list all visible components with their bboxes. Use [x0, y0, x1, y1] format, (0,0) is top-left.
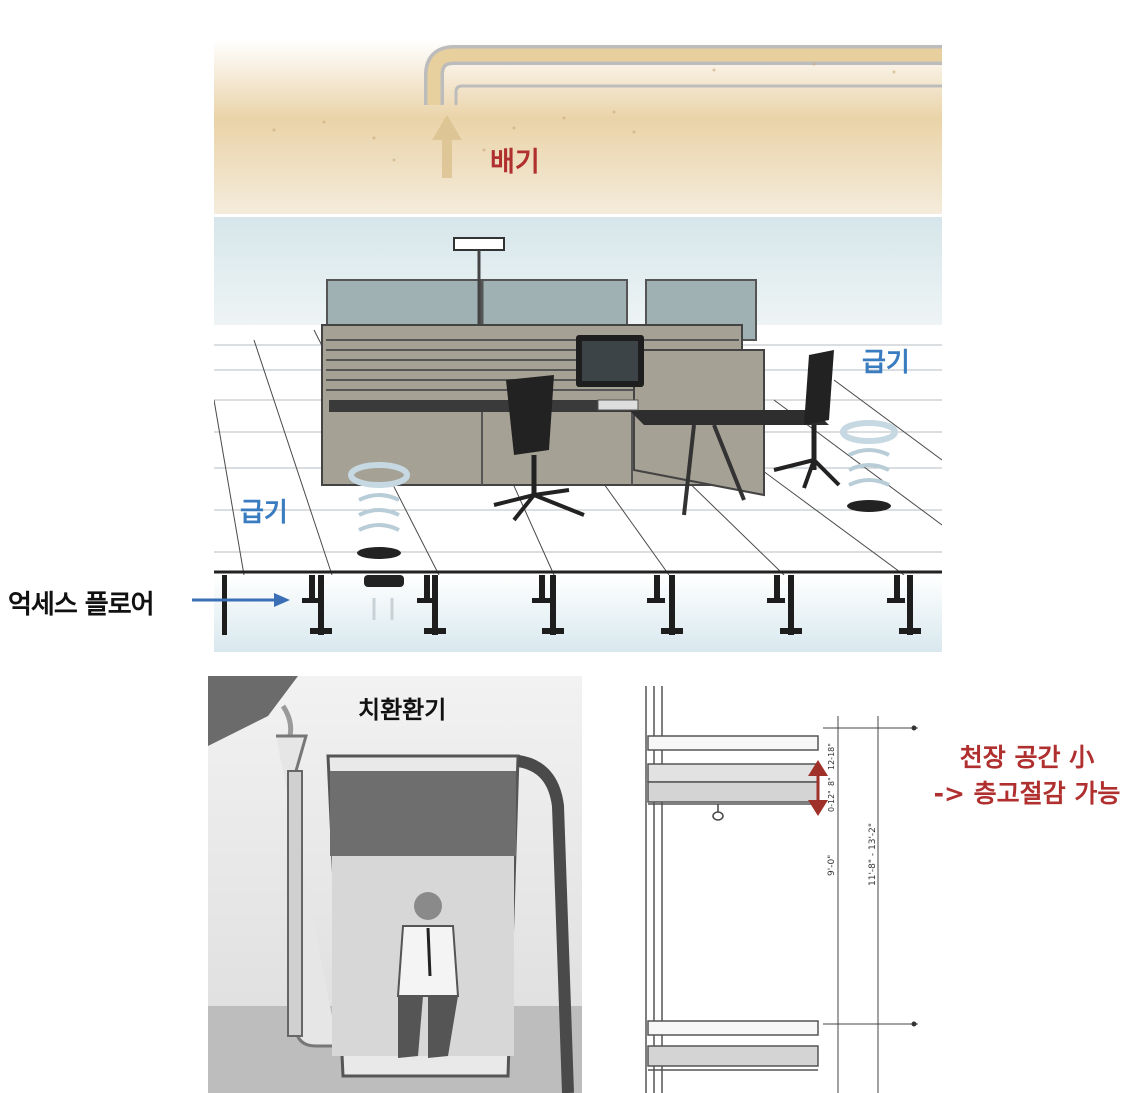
office-illustration [214, 40, 942, 652]
exhaust-label: 배기 [490, 147, 540, 178]
exhaust-arrow [432, 115, 462, 178]
floor-pedestals [222, 575, 921, 635]
clear-height-dimension: 9'-0" [827, 855, 837, 876]
supply-label-left: 급기 [240, 498, 288, 528]
underfloor-air-diagram [214, 0, 942, 652]
ceiling-plenum [214, 40, 942, 215]
floor-height-dimension: 11'-8" - 13'-2" [868, 823, 878, 886]
arrow-right-icon [192, 593, 290, 607]
dimension-top3: 0-12" [827, 790, 836, 812]
supply-diffuser-left [348, 462, 410, 559]
ceiling-annotation: 천장 공간 小 -> 층고절감 가능 [932, 740, 1122, 812]
pitcher-illustration [208, 676, 582, 1093]
dimension-top2: 8" [827, 777, 836, 786]
building-section-drawing: 9'-0" 11'-8" - 13'-2" 12-18" 8" 0-12" [638, 686, 928, 1093]
workstation-cubicles [321, 237, 841, 522]
displacement-ventilation-image [208, 676, 582, 1093]
underfloor-plenum [214, 575, 942, 652]
ceiling-annotation-line2: -> 층고절감 가능 [933, 779, 1121, 808]
displacement-title: 치환환기 [358, 696, 447, 724]
section-illustration: 9'-0" 11'-8" - 13'-2" 12-18" 8" 0-12" [638, 686, 928, 1093]
ceiling-annotation-line1: 천장 공간 小 [959, 743, 1095, 772]
supply-diffuser-right [840, 420, 898, 512]
supply-label-right: 급기 [862, 348, 910, 378]
access-floor-label: 억세스 플로어 [8, 590, 155, 620]
dimension-top1: 12-18" [827, 743, 836, 770]
